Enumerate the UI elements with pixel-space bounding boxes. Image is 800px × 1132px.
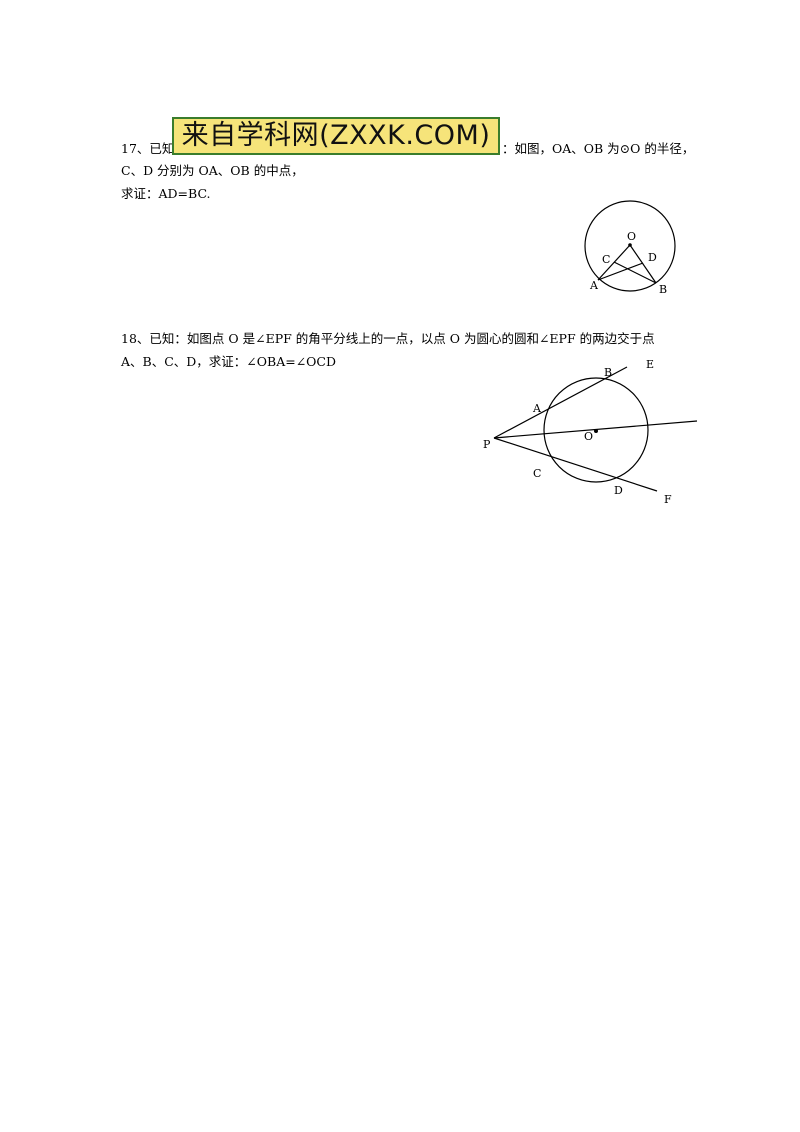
label-c-18: C [533, 467, 541, 480]
point-o-17 [628, 243, 632, 247]
label-o-18: O [584, 430, 593, 443]
q17-line1: ：如图，OA、OB 为⊙O 的半径， [502, 141, 695, 156]
label-p: P [483, 438, 491, 451]
figure-18 [493, 366, 698, 492]
figure-17 [584, 200, 676, 292]
q18-line1: 18、已知：如图点 O 是∠EPF 的角平分线上的一点，以点 O 为圆心的圆和∠… [121, 331, 655, 346]
label-b-17: B [659, 283, 667, 296]
label-c-17: C [602, 253, 610, 266]
label-d-18: D [614, 484, 623, 497]
q17-line3: 求证：AD=BC. [121, 186, 211, 201]
label-a-17: A [589, 279, 599, 292]
label-o-17: O [627, 230, 636, 243]
q18-line2: A、B、C、D，求证：∠OBA=∠OCD [121, 354, 337, 369]
ray-pf [493, 437, 658, 492]
label-b-18: B [604, 366, 612, 379]
q17-prefix: 17、已知 [121, 141, 175, 156]
ray-pe [493, 366, 628, 439]
segment-ob [629, 244, 657, 284]
circle-o-18 [543, 377, 649, 483]
point-o-18 [594, 429, 598, 433]
watermark-logo: 来自学科网(ZXXK.COM) [172, 117, 500, 155]
segment-bc [613, 261, 657, 284]
label-f: F [664, 493, 672, 506]
segment-ad [597, 262, 644, 281]
label-e: E [646, 358, 654, 371]
q17-line2: C、D 分别为 OA、OB 的中点， [121, 163, 304, 178]
label-d-17: D [648, 251, 657, 264]
label-a-18: A [532, 402, 542, 415]
circle-o [584, 200, 676, 292]
